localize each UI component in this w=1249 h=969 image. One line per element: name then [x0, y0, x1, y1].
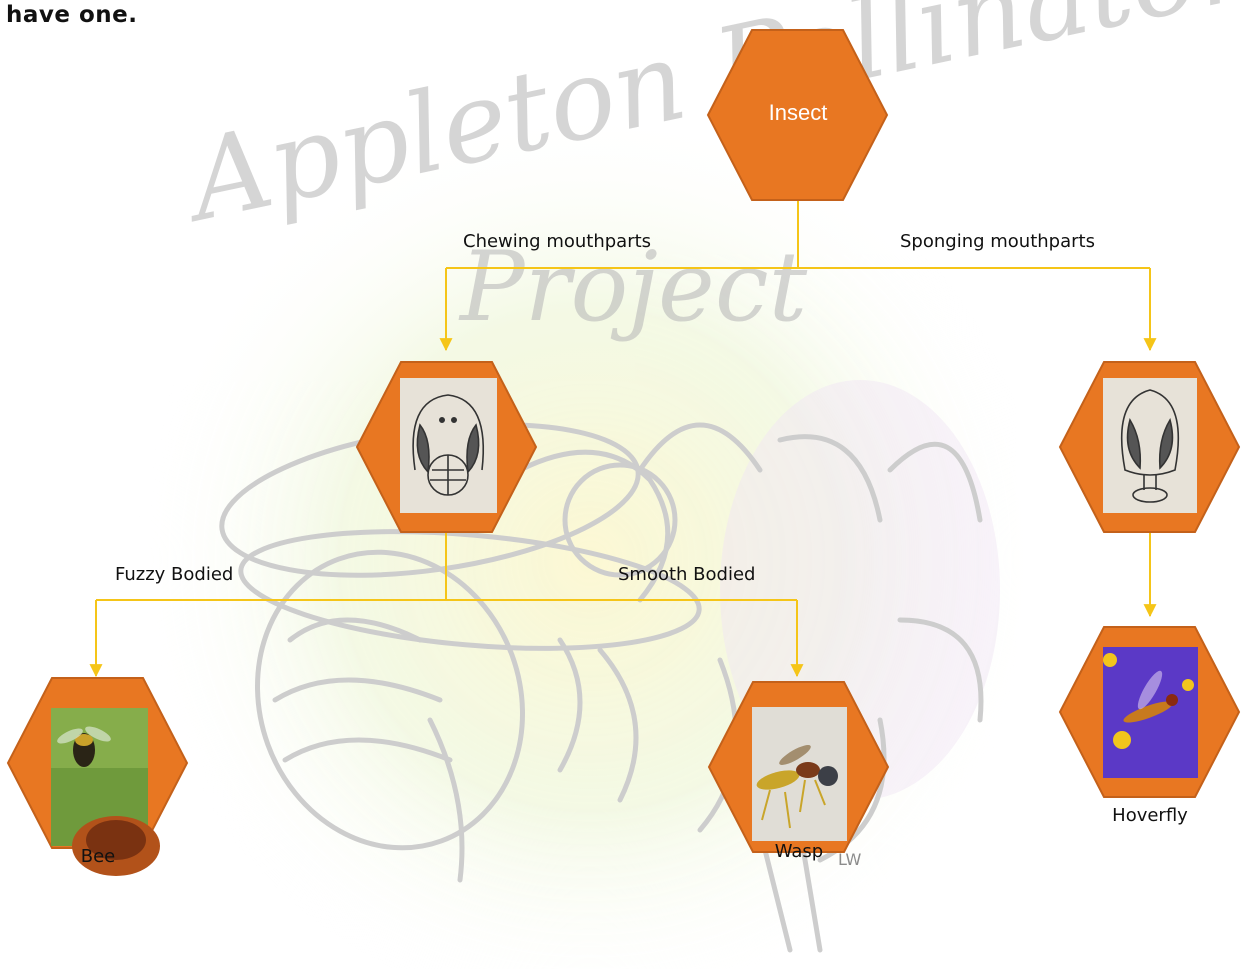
sketch-chewing-mouthparts-icon [400, 378, 497, 513]
hexagon-sponging [1060, 362, 1239, 532]
insect-label: Insect [708, 100, 888, 126]
bee-label: Bee [8, 846, 188, 867]
intro-text: have one. [6, 2, 138, 28]
edge-label-sponging: Sponging mouthparts [900, 231, 1095, 252]
hoverfly-photo-icon [1103, 647, 1198, 778]
sketch-sponging-mouthparts-icon [1103, 378, 1197, 513]
hexagon-hoverfly [1060, 627, 1239, 797]
edge-label-fuzzy: Fuzzy Bodied [115, 564, 233, 585]
hoverfly-label: Hoverfly [1060, 805, 1240, 826]
wasp-label: Wasp [709, 841, 889, 862]
edge-label-smooth: Smooth Bodied [618, 564, 755, 585]
edge-label-chewing: Chewing mouthparts [463, 231, 651, 252]
wasp-photo-icon [752, 707, 847, 841]
